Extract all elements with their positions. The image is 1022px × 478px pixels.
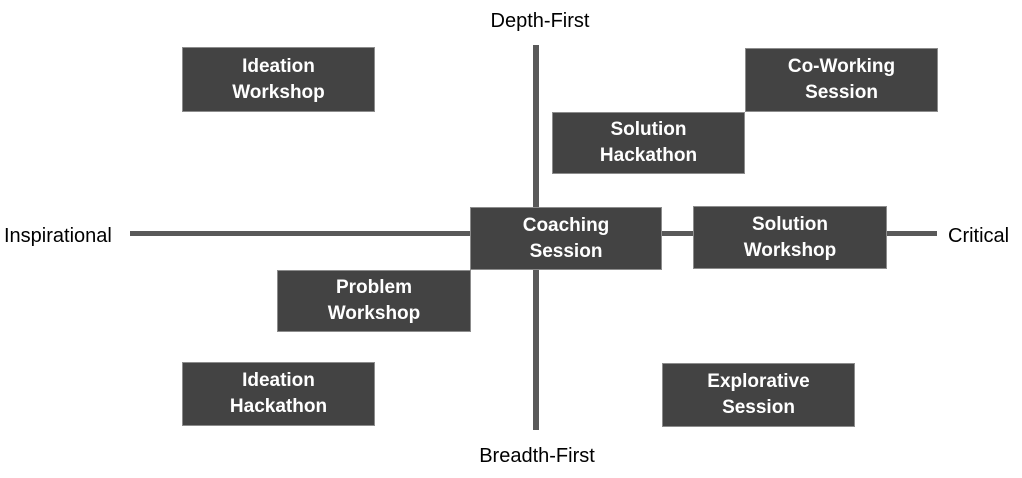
axis-label-depth-first: Depth-First [490,10,590,32]
axis-label-inspirational: Inspirational [4,225,112,247]
box-ideation-hackathon: Ideation Hackathon [182,362,375,426]
box-explorative-session: Explorative Session [662,363,855,427]
box-coaching-session: Coaching Session [470,207,662,270]
box-solution-hackathon: Solution Hackathon [552,112,745,174]
box-co-working-session: Co-Working Session [745,48,938,112]
box-ideation-workshop: Ideation Workshop [182,47,375,112]
axis-label-critical: Critical [948,225,1010,247]
axis-label-breadth-first: Breadth-First [479,445,595,467]
box-solution-workshop: Solution Workshop [693,206,887,269]
box-problem-workshop: Problem Workshop [277,270,471,332]
